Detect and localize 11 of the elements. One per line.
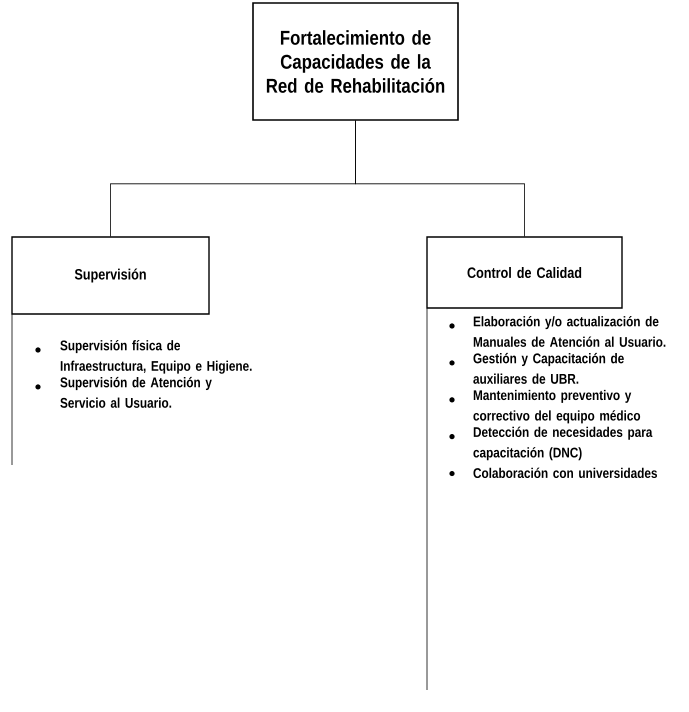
list-item: Elaboración y/o actualización de Manuales de Atención al Usuario. (474, 316, 666, 347)
list-item: Supervisión de Atención y Servicio al Usuario. (60, 376, 212, 408)
box: Supervisión (11, 236, 210, 315)
list-item: Gestión y Capacitación de auxiliares de UBR. (473, 352, 624, 384)
connector (355, 120, 525, 237)
list-item: Detección de necesidades para capacitación (DNC) (473, 426, 652, 460)
list-item: Mantenimiento preventivo y correctivo del equipo médico (473, 390, 640, 424)
box: Control de Calidad (426, 236, 623, 309)
box: Fortalecimiento de Capacidades de la Red de Rehabilitación (252, 2, 459, 121)
list-item: Colaboración con universidades (474, 468, 657, 478)
list-item: Supervisión física de Infraestructura, Equipo e Higiene. (60, 340, 252, 374)
